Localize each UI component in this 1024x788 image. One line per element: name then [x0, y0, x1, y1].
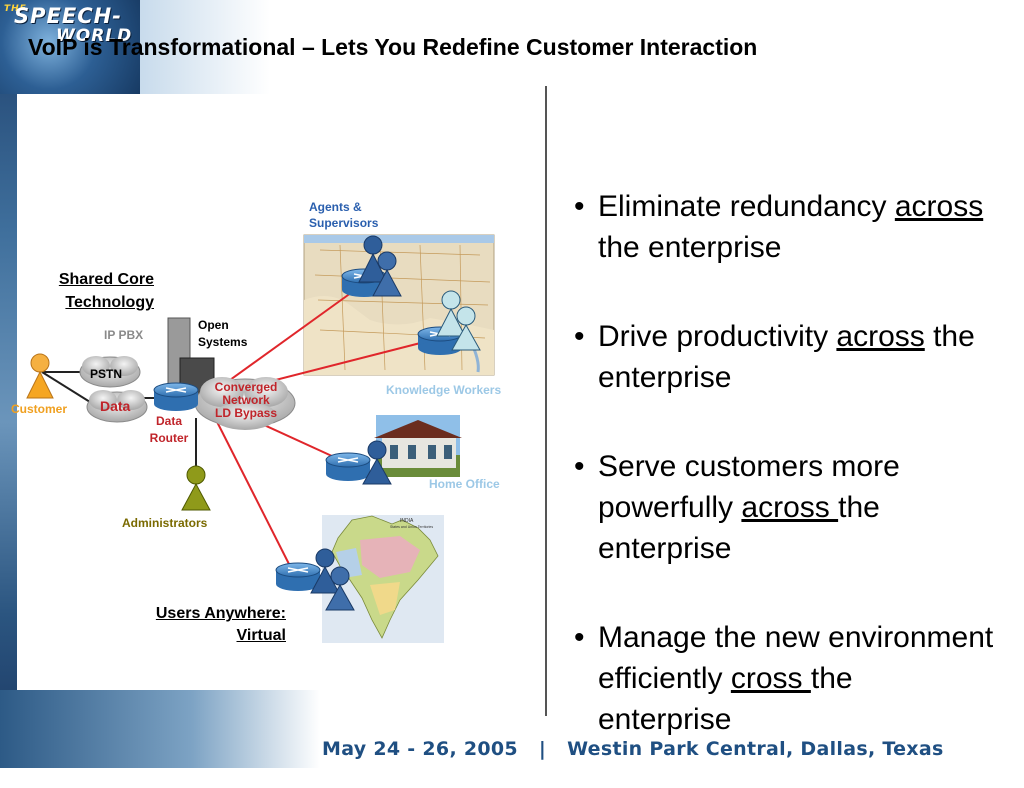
bullet-marker: • — [574, 621, 585, 654]
bullet-marker: • — [574, 450, 585, 483]
customer-label: Customer — [11, 402, 68, 416]
speech-world-logo: THE SPEECH- WORLD — [0, 0, 140, 94]
administrator-person-icon — [181, 465, 211, 511]
logo-prefix: THE — [4, 4, 27, 14]
agents-label: Agents &Supervisors — [309, 200, 379, 230]
india-map-subtitle: States and Union Territories — [390, 525, 433, 529]
bullet-item: • Manage the new environment efficiently… — [574, 617, 994, 740]
administrators-label: Administrators — [122, 516, 208, 530]
home-office-label: Home Office — [429, 477, 500, 491]
event-footer: May 24 - 26, 2005 | Westin Park Central,… — [322, 738, 944, 760]
users-anywhere-router-icon — [275, 562, 321, 591]
agent-person-icon — [358, 235, 402, 297]
data-label: Data — [100, 398, 131, 414]
customer-person-icon — [26, 353, 54, 399]
bullet-item: • Drive productivity across the enterpri… — [574, 316, 994, 398]
data-cloud-icon — [86, 390, 148, 423]
converged-network-cloud-icon — [194, 377, 296, 430]
logo-fade — [140, 0, 270, 94]
logo-line2: WORLD — [56, 26, 133, 46]
bullet-marker: • — [574, 190, 585, 223]
event-venue: Westin Park Central, Dallas, Texas — [567, 738, 944, 760]
slide-title: VoIP is Transformational – Lets You Rede… — [28, 34, 758, 60]
knowledge-workers-label: Knowledge Workers — [386, 383, 502, 397]
vertical-divider — [545, 86, 547, 716]
bullet-item: • Serve customers more powerfully across… — [574, 446, 994, 569]
underlined-word: cross — [730, 662, 811, 695]
data-router-icon — [153, 382, 199, 411]
home-office-person-icon — [362, 440, 392, 485]
virtual-user-person-icon — [310, 548, 355, 611]
ip-pbx-label: IP PBX — [104, 328, 144, 342]
bullet-marker: • — [574, 320, 585, 353]
bullet-item: • Eliminate redundancy across the enterp… — [574, 186, 994, 268]
bullet-list: • Eliminate redundancy across the enterp… — [574, 186, 994, 788]
left-decorative-band — [0, 0, 17, 768]
home-office-image — [374, 415, 462, 477]
bottom-decorative-strip — [0, 690, 320, 768]
home-office-router-icon — [325, 452, 371, 481]
pstn-label: PSTN — [90, 367, 123, 381]
us-map-image — [303, 234, 495, 376]
logo-line1: SPEECH- — [14, 4, 122, 28]
knowledge-worker-person-icon — [436, 290, 481, 351]
underlined-word: across — [836, 320, 925, 353]
pstn-cloud-icon — [79, 356, 141, 388]
underlined-word: across — [741, 491, 839, 524]
users-anywhere-label: Users Anywhere:Virtual — [155, 605, 286, 644]
network-diagram: INDIA States and Union Territories — [26, 234, 495, 643]
footer-separator: | — [538, 738, 547, 760]
event-dates: May 24 - 26, 2005 — [322, 738, 518, 760]
india-map-title: INDIA — [400, 518, 414, 524]
underlined-word: across — [894, 190, 984, 223]
